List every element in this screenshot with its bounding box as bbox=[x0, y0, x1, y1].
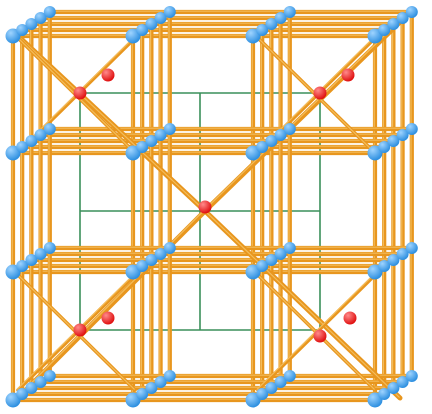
blue-node bbox=[154, 129, 167, 141]
blue-node bbox=[163, 242, 176, 254]
blue-node bbox=[163, 123, 176, 135]
blue-node bbox=[16, 141, 29, 153]
blue-node bbox=[265, 382, 278, 394]
blue-node bbox=[16, 24, 29, 36]
blue-node bbox=[256, 388, 269, 400]
inner-lines bbox=[79, 92, 321, 331]
lattice-nodes bbox=[5, 6, 418, 408]
red-node bbox=[313, 86, 327, 100]
blue-node bbox=[136, 260, 149, 272]
blue-node bbox=[378, 141, 391, 153]
blue-node bbox=[274, 12, 287, 24]
blue-node bbox=[256, 260, 269, 272]
blue-node bbox=[25, 382, 38, 394]
blue-node bbox=[43, 6, 56, 18]
blue-node bbox=[136, 141, 149, 153]
red-node bbox=[73, 86, 87, 100]
blue-node bbox=[145, 254, 158, 266]
blue-node bbox=[405, 370, 418, 382]
blue-node bbox=[34, 129, 47, 141]
red-node bbox=[73, 323, 87, 337]
blue-node bbox=[25, 135, 38, 147]
blue-node bbox=[43, 370, 56, 382]
blue-node bbox=[34, 248, 47, 260]
blue-node bbox=[256, 24, 269, 36]
blue-node bbox=[16, 388, 29, 400]
red-node bbox=[101, 68, 115, 82]
blue-node bbox=[25, 18, 38, 30]
blue-node bbox=[16, 260, 29, 272]
blue-node bbox=[154, 376, 167, 388]
blue-node bbox=[274, 376, 287, 388]
blue-node bbox=[387, 18, 400, 30]
blue-node bbox=[387, 254, 400, 266]
red-node bbox=[198, 200, 212, 214]
blue-node bbox=[163, 6, 176, 18]
blue-node bbox=[34, 376, 47, 388]
blue-node bbox=[396, 376, 409, 388]
rod bbox=[15, 208, 208, 401]
blue-node bbox=[396, 248, 409, 260]
blue-node bbox=[387, 382, 400, 394]
blue-node bbox=[378, 260, 391, 272]
blue-node bbox=[405, 123, 418, 135]
blue-node bbox=[283, 123, 296, 135]
blue-node bbox=[43, 242, 56, 254]
rod-highlight bbox=[16, 34, 205, 211]
red-node bbox=[313, 329, 327, 343]
blue-node bbox=[396, 129, 409, 141]
red-node bbox=[343, 311, 357, 325]
blue-node bbox=[154, 248, 167, 260]
blue-node bbox=[265, 254, 278, 266]
blue-node bbox=[145, 135, 158, 147]
rod bbox=[202, 19, 403, 214]
blue-node bbox=[34, 12, 47, 24]
blue-node bbox=[154, 12, 167, 24]
blue-node bbox=[265, 18, 278, 30]
blue-node bbox=[25, 254, 38, 266]
blue-node bbox=[405, 6, 418, 18]
blue-node bbox=[274, 129, 287, 141]
blue-node bbox=[405, 242, 418, 254]
blue-node bbox=[378, 388, 391, 400]
blue-node bbox=[283, 6, 296, 18]
rod-highlight bbox=[203, 20, 400, 211]
blue-node bbox=[163, 370, 176, 382]
blue-node bbox=[136, 24, 149, 36]
blue-node bbox=[145, 382, 158, 394]
rod-highlight bbox=[16, 209, 205, 398]
blue-node bbox=[283, 370, 296, 382]
blue-node bbox=[274, 248, 287, 260]
red-node bbox=[341, 68, 355, 82]
red-node bbox=[101, 311, 115, 325]
blue-node bbox=[387, 135, 400, 147]
blue-node bbox=[265, 135, 278, 147]
blue-node bbox=[256, 141, 269, 153]
blue-node bbox=[145, 18, 158, 30]
blue-node bbox=[396, 12, 409, 24]
blue-node bbox=[283, 242, 296, 254]
blue-node bbox=[43, 123, 56, 135]
blue-node bbox=[136, 388, 149, 400]
rod-highlight bbox=[203, 209, 400, 398]
blue-node bbox=[378, 24, 391, 36]
